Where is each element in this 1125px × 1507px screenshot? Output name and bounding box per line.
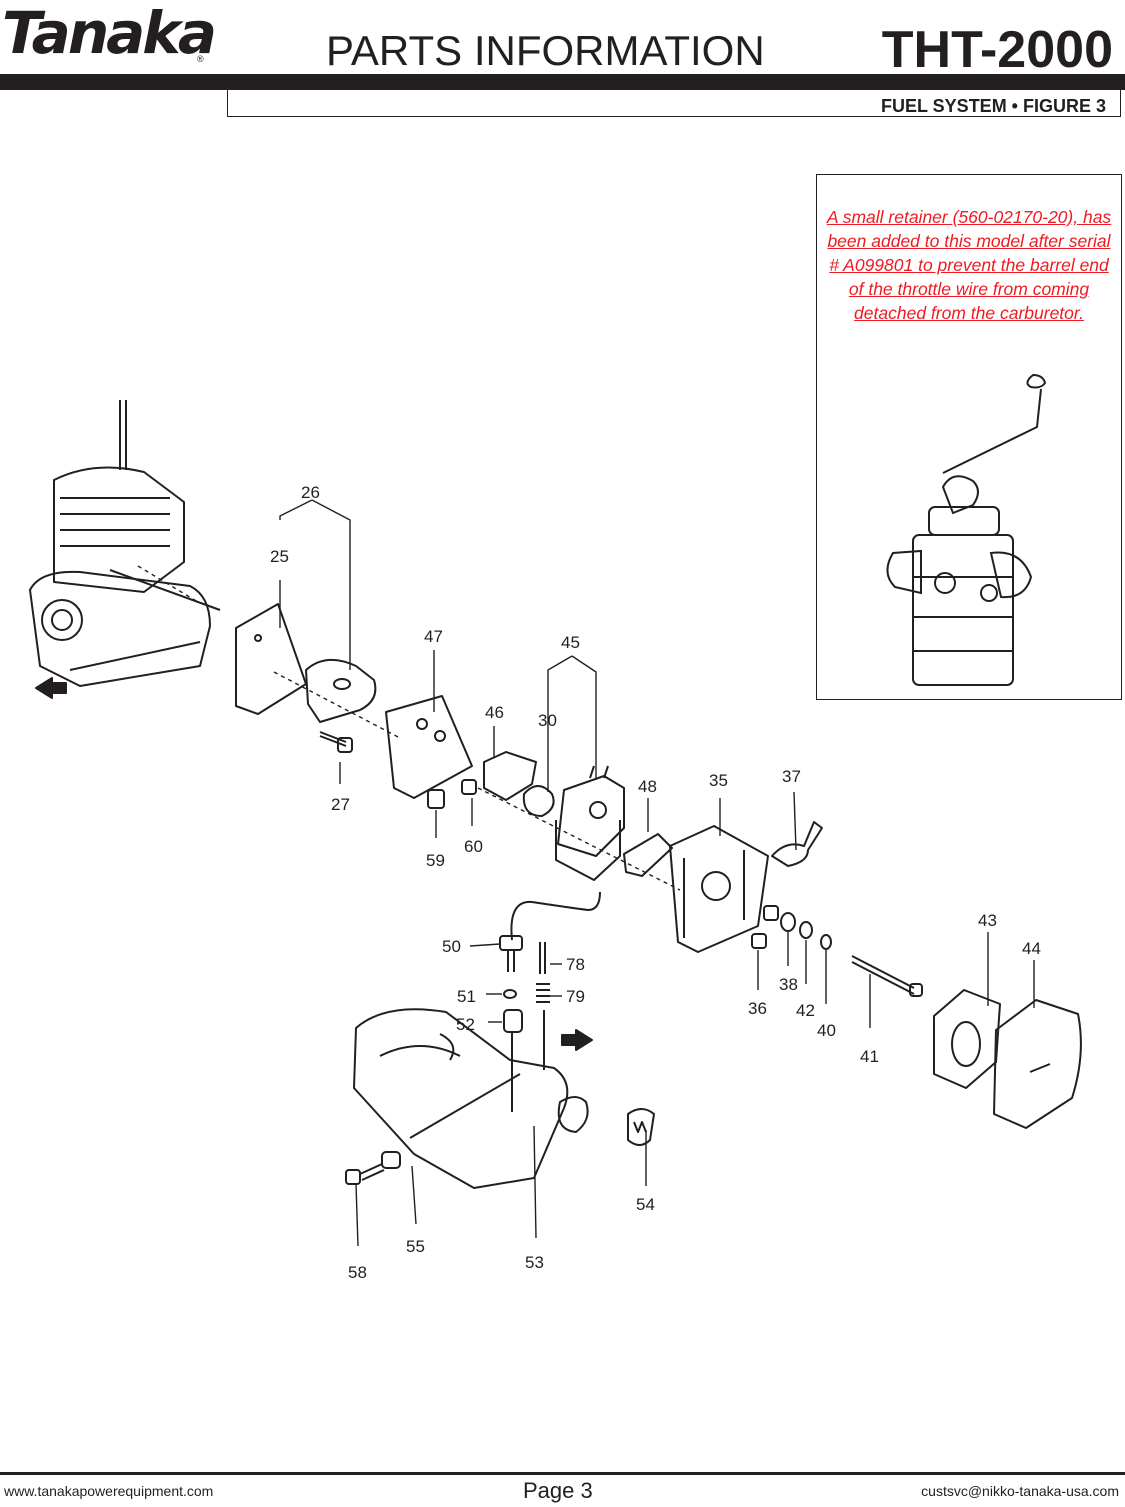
gasket-47 bbox=[385, 695, 473, 799]
part-label: 58 bbox=[348, 1263, 367, 1282]
part-label: 46 bbox=[485, 703, 504, 722]
pin-78 bbox=[539, 942, 546, 974]
retainer-note-box: A small retainer (560-02170-20), has bee… bbox=[816, 174, 1122, 700]
part-label: 60 bbox=[464, 837, 483, 856]
part-label: 38 bbox=[779, 975, 798, 994]
part-label: 50 bbox=[442, 937, 461, 956]
washer-38 bbox=[780, 912, 796, 932]
part-label: 48 bbox=[638, 777, 657, 796]
page-title: PARTS INFORMATION bbox=[326, 27, 765, 74]
gasket-25 bbox=[235, 603, 307, 715]
bolt-27 bbox=[319, 731, 347, 747]
choke-lever-37 bbox=[771, 821, 823, 867]
part-label: 25 bbox=[270, 547, 289, 566]
part-label: 40 bbox=[817, 1021, 836, 1040]
spring-79 bbox=[536, 983, 550, 1003]
part-label: 54 bbox=[636, 1195, 655, 1214]
filter-element-43 bbox=[933, 989, 1001, 1089]
footer-rule bbox=[0, 1472, 1125, 1475]
section-label: FUEL SYSTEM • FIGURE 3 bbox=[881, 96, 1106, 116]
header-bar bbox=[0, 74, 1125, 90]
collar-36 bbox=[751, 933, 767, 949]
fuel-cap-54 bbox=[627, 1108, 655, 1146]
right-arrow-icon bbox=[561, 1029, 593, 1051]
page-number: Page 3 bbox=[523, 1478, 593, 1503]
part-label: 55 bbox=[406, 1237, 425, 1256]
carburetor-retainer-illustration bbox=[886, 373, 1047, 686]
brand-logo: Tanaka bbox=[2, 0, 217, 67]
part-label: 45 bbox=[561, 633, 580, 652]
fuel-system-exploded-diagram: 26 25 47 45 46 30 27 48 35 37 59 60 50 7… bbox=[29, 400, 1082, 1282]
washer-60 bbox=[461, 779, 477, 795]
part-label: 36 bbox=[748, 999, 767, 1018]
footer-website-link[interactable]: www.tanakapowerequipment.com bbox=[4, 1483, 214, 1499]
part-label: 59 bbox=[426, 851, 445, 870]
air-cleaner-cover-44 bbox=[993, 999, 1082, 1129]
part-label: 41 bbox=[860, 1047, 879, 1066]
nut-40 bbox=[820, 934, 832, 950]
insulator bbox=[305, 659, 377, 723]
screw-58 bbox=[359, 1163, 385, 1181]
gasket-48 bbox=[623, 833, 673, 877]
model-number: THT-2000 bbox=[881, 21, 1113, 79]
part-labels: 26 25 47 45 46 30 27 48 35 37 59 60 50 7… bbox=[270, 483, 1041, 1282]
fuel-tank-53 bbox=[353, 1008, 589, 1189]
engine-block bbox=[29, 400, 221, 687]
part-label: 42 bbox=[796, 1001, 815, 1020]
grommet-55 bbox=[381, 1151, 401, 1169]
part-label: 51 bbox=[457, 987, 476, 1006]
part-label: 53 bbox=[525, 1253, 544, 1272]
carburetor bbox=[555, 765, 625, 881]
part-label: 35 bbox=[709, 771, 728, 790]
part-label: 47 bbox=[424, 627, 443, 646]
washer-42 bbox=[799, 921, 813, 939]
part-label: 78 bbox=[566, 955, 585, 974]
part-label: 37 bbox=[782, 767, 801, 786]
gasket-30 bbox=[522, 785, 555, 817]
spacer-46 bbox=[483, 751, 537, 801]
bolt-41 bbox=[851, 955, 915, 995]
part-label: 44 bbox=[1022, 939, 1041, 958]
part-label: 30 bbox=[538, 711, 557, 730]
section-header: FUEL SYSTEM • FIGURE 3 bbox=[227, 90, 1121, 117]
footer-email-link[interactable]: custsvc@nikko-tanaka-usa.com bbox=[921, 1483, 1119, 1499]
registered-mark: ® bbox=[197, 54, 204, 64]
part-label: 52 bbox=[456, 1015, 475, 1034]
air-cleaner-case-35 bbox=[669, 825, 769, 953]
o-ring-51 bbox=[503, 989, 517, 999]
part-label: 26 bbox=[301, 483, 320, 502]
nut-59 bbox=[427, 789, 445, 809]
left-arrow-icon bbox=[35, 677, 67, 699]
fuel-line-50 bbox=[510, 891, 601, 941]
part-label: 79 bbox=[566, 987, 585, 1006]
fuel-filter-52 bbox=[503, 1009, 523, 1033]
part-label: 43 bbox=[978, 911, 997, 930]
retainer-note-text: A small retainer (560-02170-20), has bee… bbox=[826, 207, 1112, 323]
part-label: 27 bbox=[331, 795, 350, 814]
